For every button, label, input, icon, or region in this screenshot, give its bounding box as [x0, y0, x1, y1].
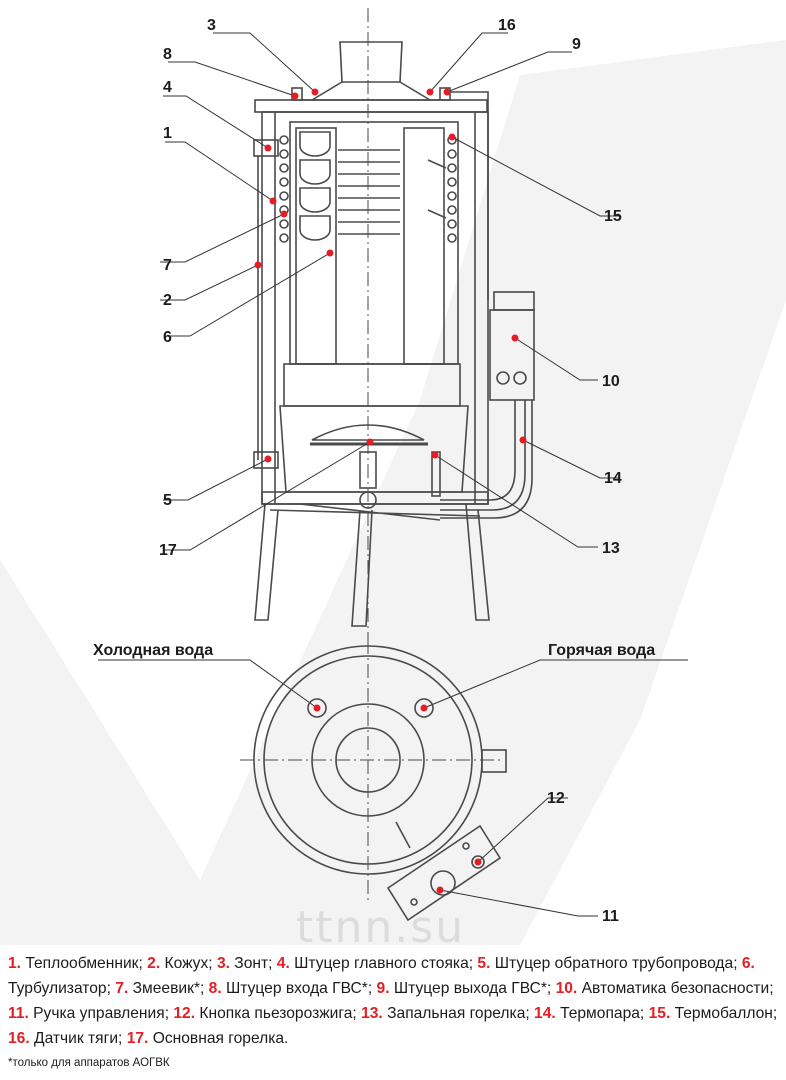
hood	[339, 41, 403, 83]
callout-12: 12	[547, 790, 565, 807]
legend-number-3: 3.	[216, 955, 230, 972]
callout-16: 16	[498, 17, 516, 34]
legend-text-10: Автоматика безопасности;	[577, 980, 774, 997]
callout-3: 3	[207, 17, 216, 34]
legend: 1. Теплообменник; 2. Кожух; 3. Зонт; 4. …	[8, 951, 780, 1051]
legend-number-13: 13.	[361, 1005, 383, 1022]
legend-number-9: 9.	[376, 980, 390, 997]
callout-8: 8	[163, 46, 172, 63]
legend-number-4: 4.	[276, 955, 290, 972]
hot-water-port	[414, 698, 434, 718]
callout-numbers: 3 16 8 9 4 1 15 7 2 6 10 14 5 13 17 12 1…	[159, 17, 622, 925]
legend-number-14: 14.	[534, 1005, 556, 1022]
main-burner	[311, 424, 425, 441]
legend-text-4: Штуцер главного стояка;	[289, 955, 478, 972]
callout-14: 14	[604, 470, 622, 487]
callout-13: 13	[602, 540, 620, 557]
boiler-diagram: 3 16 8 9 4 1 15 7 2 6 10 14 5 13 17 12 1…	[0, 8, 786, 945]
hot-water-label: Горячая вода	[548, 642, 655, 659]
callout-11: 11	[602, 908, 619, 925]
legend-text-16: Датчик тяги;	[29, 1030, 127, 1047]
legend-text-12: Кнопка пьезорозжига;	[195, 1005, 362, 1022]
heat-exchanger	[289, 121, 459, 365]
legend-text-11: Ручка управления;	[28, 1005, 174, 1022]
legend-text-13: Запальная горелка;	[382, 1005, 535, 1022]
legend-number-10: 10.	[555, 980, 578, 997]
control-panel	[386, 824, 502, 922]
callout-9: 9	[572, 36, 581, 53]
legend-text-3: Зонт;	[229, 955, 277, 972]
callout-17: 17	[159, 542, 177, 559]
top-view	[240, 640, 507, 922]
callout-dots	[254, 88, 527, 894]
legend-number-1: 1.	[8, 955, 22, 972]
callout-2: 2	[163, 292, 172, 309]
side-view	[253, 8, 535, 640]
legend-number-2: 2.	[147, 955, 161, 972]
legend-text-9: Штуцер выхода ГВС*;	[389, 980, 556, 997]
legend-text-6: Турбулизатор;	[8, 980, 116, 997]
legend-text-5: Штуцер обратного трубопровода;	[490, 955, 742, 972]
legend-number-15: 15.	[648, 1005, 671, 1022]
thermocouple	[440, 400, 516, 501]
callout-10: 10	[602, 373, 620, 390]
callout-1: 1	[163, 125, 172, 142]
callout-7: 7	[163, 257, 172, 274]
legend-number-8: 8.	[208, 980, 222, 997]
turbulator	[299, 131, 400, 241]
legend-text-7: Змеевик*;	[128, 980, 209, 997]
callout-4: 4	[163, 79, 172, 96]
callout-6: 6	[163, 329, 172, 346]
leader-lines	[98, 32, 688, 917]
piezo-button	[471, 855, 485, 869]
legend-text-8: Штуцер входа ГВС*;	[221, 980, 377, 997]
footnote: *только для аппаратов АОГВК	[8, 1057, 170, 1069]
legend-number-17: 17.	[126, 1030, 149, 1047]
legend-number-11: 11.	[8, 1005, 29, 1022]
legend-text-15: Термобаллон;	[670, 1005, 778, 1022]
callout-15: 15	[604, 208, 622, 225]
legend-text-14: Термопара;	[555, 1005, 649, 1022]
callout-5: 5	[163, 492, 172, 509]
legend-text-2: Кожух;	[160, 955, 217, 972]
legend-text-17: Основная горелка.	[148, 1030, 289, 1047]
legend-number-12: 12.	[173, 1005, 196, 1022]
legend-number-7: 7.	[115, 980, 129, 997]
cold-water-label: Холодная вода	[93, 642, 213, 659]
legend-number-6: 6.	[741, 955, 755, 972]
legend-number-5: 5.	[477, 955, 491, 972]
legend-text-1: Теплообменник;	[21, 955, 148, 972]
legend-number-16: 16.	[8, 1030, 30, 1047]
cold-water-port	[307, 698, 327, 718]
watermark-text: ttnn.su	[296, 902, 465, 945]
control-knob	[430, 870, 456, 896]
